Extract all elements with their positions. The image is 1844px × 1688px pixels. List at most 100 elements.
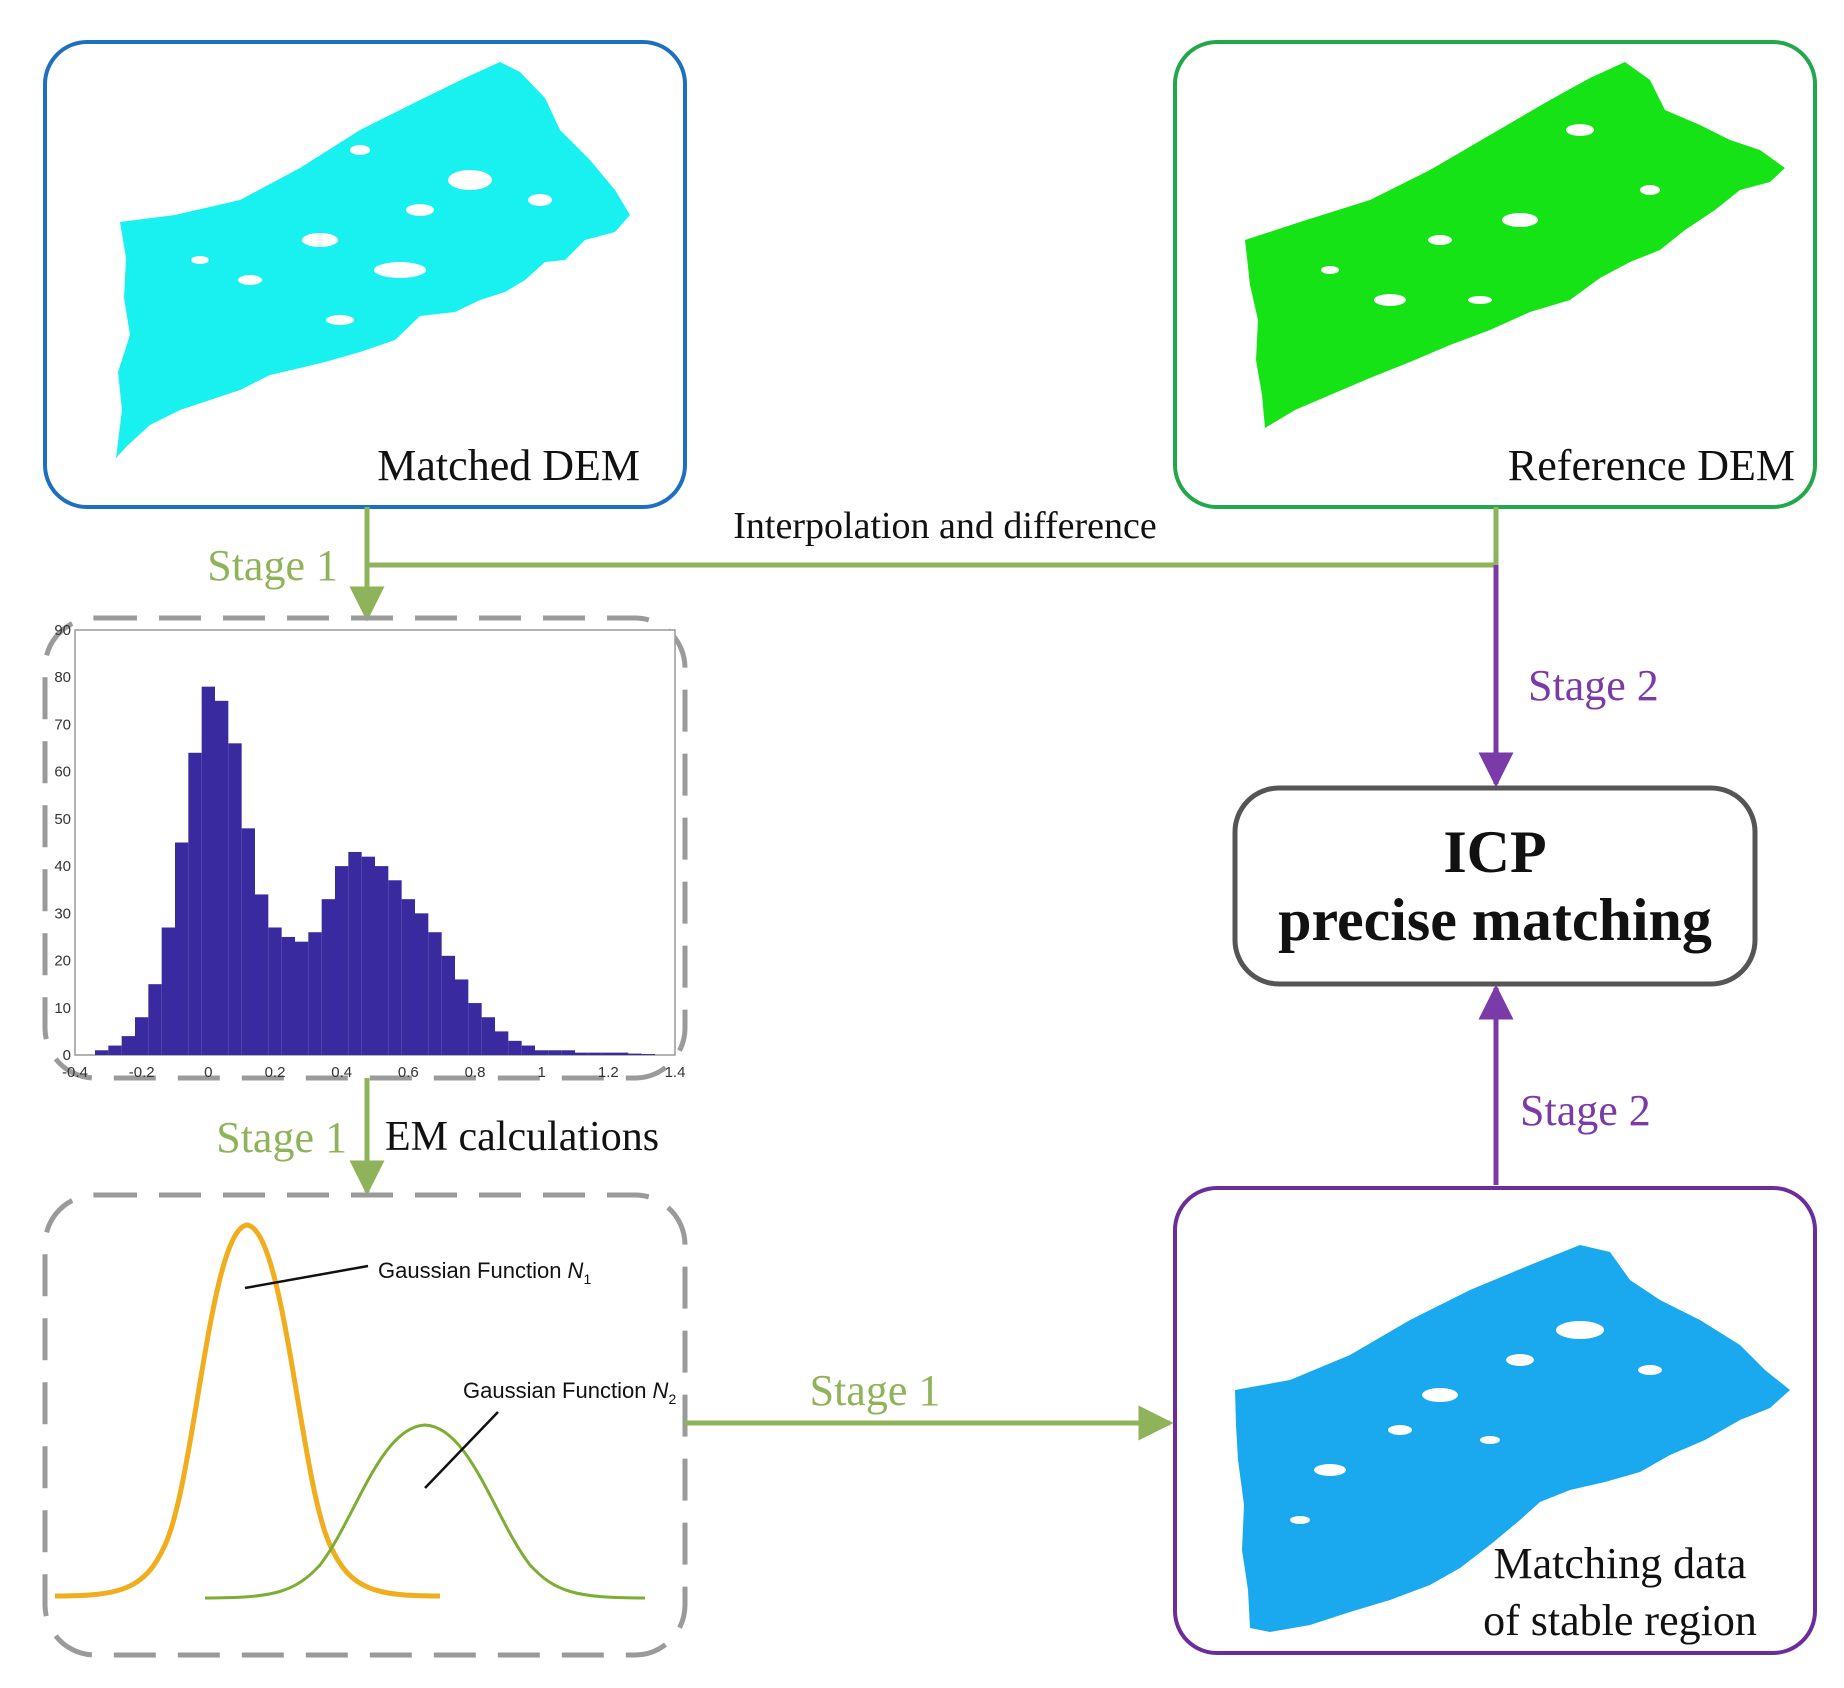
histogram-x-tick-label: 1.2 — [598, 1064, 619, 1081]
histogram-bar — [521, 1045, 535, 1055]
histogram-bar — [175, 842, 189, 1055]
histogram-bar — [508, 1040, 522, 1055]
n2-leader-line — [424, 1411, 499, 1489]
histogram-bar — [601, 1052, 615, 1055]
stable-label-line2: of stable region — [1483, 1596, 1757, 1645]
histogram-bar — [468, 1003, 482, 1055]
histogram-x-tick-label: 1.4 — [665, 1064, 686, 1081]
histogram-bar — [241, 828, 255, 1055]
n1-label: Gaussian Function N1 — [378, 1258, 591, 1287]
histogram-bar — [415, 913, 429, 1055]
histogram-bar — [401, 899, 415, 1055]
stage1-mid-label: Stage 1 — [216, 1113, 347, 1162]
histogram-bar — [361, 856, 375, 1055]
histogram-bar — [481, 1017, 495, 1055]
stage1-bottom-label: Stage 1 — [810, 1366, 941, 1415]
histogram-bar — [215, 700, 229, 1055]
histogram-bar — [268, 927, 282, 1055]
histogram-bar — [188, 752, 202, 1055]
histogram-bar — [201, 686, 215, 1055]
histogram-bar — [321, 899, 335, 1055]
histogram-bar — [348, 851, 362, 1055]
reference-dem-panel: Reference DEM — [1173, 40, 1817, 509]
histogram-x-tick-label: -0.2 — [129, 1064, 155, 1081]
histogram-bar — [108, 1045, 122, 1055]
gaussian-n1-curve — [54, 1222, 441, 1599]
histogram-bar — [548, 1050, 562, 1055]
interpolation-connector — [349, 507, 1499, 622]
histogram-y-tick-label: 40 — [54, 858, 71, 875]
histogram-x-tick-label: 0.6 — [398, 1064, 419, 1081]
histogram-y-tick-label: 30 — [54, 905, 71, 922]
icp-subtitle: precise matching — [1278, 887, 1712, 953]
histogram-bar — [388, 880, 402, 1055]
histogram-bar — [441, 955, 455, 1055]
histogram-bar — [615, 1052, 629, 1055]
reference-dem-pointcloud — [1245, 62, 1785, 428]
histogram-x-tick-label: 0 — [204, 1064, 212, 1081]
histogram-x-tick-label: 0.4 — [331, 1064, 352, 1081]
matched-dem-label: Matched DEM — [377, 441, 640, 490]
histogram-bar — [588, 1052, 602, 1055]
histogram-bar — [495, 1031, 509, 1055]
histogram-bar — [455, 979, 469, 1055]
n1-leader-line — [244, 1264, 369, 1290]
stable-region-pointcloud — [1235, 1245, 1790, 1632]
histogram-bar — [255, 894, 269, 1055]
histogram-bar — [121, 1036, 135, 1055]
stage2-upper-label: Stage 2 — [1528, 661, 1659, 710]
histogram-bar — [135, 1017, 149, 1055]
histogram-y-tick-label: 20 — [54, 953, 71, 970]
histogram-bar — [375, 866, 389, 1055]
histogram-bar — [281, 936, 295, 1055]
histogram-y-tick-label: 90 — [54, 622, 71, 639]
stable-label-line1: Matching data — [1494, 1539, 1747, 1588]
stable-region-panel: Matching data of stable region — [1173, 1186, 1817, 1655]
histogram-bar — [535, 1050, 549, 1055]
stable-region-gaps — [1290, 1321, 1662, 1524]
reference-dem-label: Reference DEM — [1508, 441, 1795, 490]
interpolation-label: Interpolation and difference — [733, 505, 1156, 547]
histogram-x-tick-label: 1 — [537, 1064, 545, 1081]
matched-dem-pointcloud — [116, 62, 630, 458]
histogram-x-ticks: -0.4 -0.2 0 0.2 0.4 0.6 0.8 1 1.2 1.4 — [62, 1064, 685, 1081]
gaussian-panel: Gaussian Function N1 Gaussian Function N… — [42, 1192, 688, 1658]
histogram-y-tick-label: 50 — [54, 811, 71, 828]
histogram-y-ticks: 0 10 20 30 40 50 60 70 80 90 — [54, 622, 71, 1064]
matched-dem-panel: Matched DEM — [43, 40, 687, 509]
histogram-panel: -0.4 -0.2 0 0.2 0.4 0.6 0.8 1 1.2 1.4 0 10 20 30 40 50… — [42, 615, 688, 1081]
histogram-bar — [95, 1050, 109, 1055]
matched-dem-gaps — [191, 145, 552, 325]
histogram-y-tick-label: 80 — [54, 669, 71, 686]
histogram-y-tick-label: 0 — [63, 1047, 71, 1064]
stage1-top-label: Stage 1 — [207, 541, 338, 590]
icp-title: ICP — [1443, 819, 1546, 885]
histogram-x-tick-label: -0.4 — [62, 1064, 88, 1081]
histogram-bar — [641, 1054, 655, 1055]
icp-panel: ICP precise matching — [1232, 785, 1758, 987]
histogram-bar — [161, 927, 175, 1055]
n2-label: Gaussian Function N2 — [463, 1378, 676, 1407]
histogram-bar — [628, 1053, 642, 1055]
histogram-bar — [308, 932, 322, 1055]
histogram-x-tick-label: 0.8 — [465, 1064, 486, 1081]
histogram-bar — [561, 1050, 575, 1055]
histogram-bars — [95, 686, 655, 1055]
histogram-bar — [295, 941, 309, 1055]
gaussian-n2-curve — [204, 1423, 646, 1600]
histogram-y-tick-label: 60 — [54, 764, 71, 781]
em-label: EM calculations — [385, 1114, 659, 1160]
histogram-y-tick-label: 10 — [54, 1000, 71, 1017]
histogram-bar — [335, 866, 349, 1055]
stage2-lower-label: Stage 2 — [1520, 1086, 1651, 1135]
reference-dem-gaps — [1321, 124, 1660, 306]
icp-frame — [1232, 785, 1758, 987]
histogram-bar — [428, 932, 442, 1055]
histogram-x-tick-label: 0.2 — [265, 1064, 286, 1081]
histogram-bar — [575, 1052, 589, 1055]
histogram-y-tick-label: 70 — [54, 716, 71, 733]
histogram-bar — [228, 743, 242, 1055]
histogram-dashed-frame — [42, 615, 688, 1081]
histogram-bar — [148, 984, 162, 1055]
